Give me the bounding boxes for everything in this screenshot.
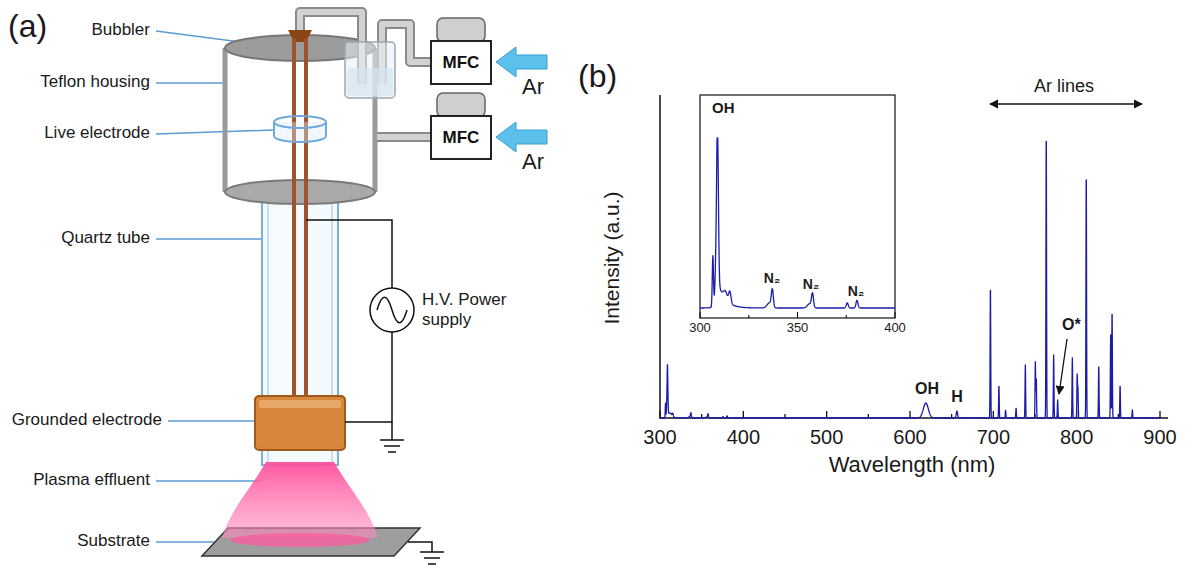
peak-annotation: O* (1062, 316, 1081, 334)
peak-annotation: N₂ (764, 270, 780, 286)
gas-name: Ar (522, 149, 544, 174)
part-name: H.V. Power supply (422, 290, 532, 329)
tick-label: 700 (977, 426, 1010, 449)
live-electrode-ring-top (274, 116, 326, 128)
gas-inlet-arrow (496, 47, 547, 77)
peak-annotation: Ar lines (1034, 76, 1094, 97)
tick-label: 600 (893, 426, 926, 449)
bubbler-vessel (345, 42, 395, 98)
tick-label: 500 (810, 426, 843, 449)
tick-label: 400 (727, 426, 760, 449)
part-name: Teflon housing (40, 72, 150, 92)
part-name: Substrate (77, 531, 150, 551)
live-electrode-rod (304, 38, 308, 445)
leader-line (156, 82, 226, 84)
axis-title: Intensity (a.u.) (600, 191, 624, 324)
tick-label: 300 (689, 321, 711, 336)
leader-line (156, 130, 274, 134)
plasma-effluent (222, 462, 378, 538)
leader-line (156, 541, 214, 543)
gas-name: Ar (522, 74, 544, 99)
wire (391, 422, 393, 440)
ground-symbol (380, 440, 404, 452)
grounded-electrode-highlight (259, 400, 341, 408)
gas-inlet-funnel (288, 30, 312, 42)
part-name: Grounded electrode (12, 410, 162, 430)
gas-pipe (377, 134, 432, 140)
housing-wall (223, 48, 228, 192)
gas-pipe (377, 132, 432, 142)
tick-label: 900 (1143, 426, 1176, 449)
ground-symbol (408, 542, 444, 564)
bubbler-liquid (347, 68, 393, 96)
peak-annotation: H (951, 388, 963, 406)
part-name: Live electrode (44, 123, 150, 143)
peak-annotation: N₂ (803, 276, 819, 292)
mfc-label: MFC (443, 128, 480, 148)
wire (306, 220, 392, 288)
mfc-head (437, 18, 485, 42)
part-name: Plasma effluent (33, 470, 150, 490)
leader-line (168, 420, 255, 422)
gas-inlet-arrow (496, 122, 547, 152)
axis-title: Wavelength (nm) (829, 452, 996, 477)
inset-spectrum (700, 138, 895, 308)
mfc-box: MFC (430, 40, 492, 85)
part-name: Bubbler (91, 20, 150, 40)
panel-label: (b) (578, 58, 617, 95)
inset-frame (700, 95, 895, 318)
pointer-arrow (1059, 339, 1067, 394)
mfc-label: MFC (443, 53, 480, 73)
leader-line (156, 238, 262, 240)
range-arrow (990, 103, 1142, 104)
leader-line (156, 480, 262, 482)
wire (345, 332, 392, 422)
part-name: Quartz tube (61, 228, 150, 248)
tick-label: 400 (884, 321, 906, 336)
peak-annotation: N₂ (848, 283, 864, 299)
tick-label: 350 (787, 321, 809, 336)
peak-annotation: OH (712, 99, 735, 116)
mfc-head (437, 93, 485, 117)
mfc-box: MFC (430, 115, 492, 160)
live-electrode-ring (274, 122, 326, 142)
live-electrode-rod (292, 38, 296, 445)
panel-label: (a) (8, 8, 47, 45)
ac-source-symbol (370, 288, 414, 332)
grounded-electrode (255, 396, 345, 450)
inset-ticks (700, 312, 895, 318)
plot-axes (660, 95, 1168, 418)
tick-label: 800 (1060, 426, 1093, 449)
housing-disk (225, 180, 375, 204)
plasma-spot (230, 533, 370, 547)
tick-label: 300 (643, 426, 676, 449)
power-wiring (306, 220, 404, 452)
sine-symbol (377, 297, 407, 323)
peak-annotation: OH (915, 380, 939, 398)
